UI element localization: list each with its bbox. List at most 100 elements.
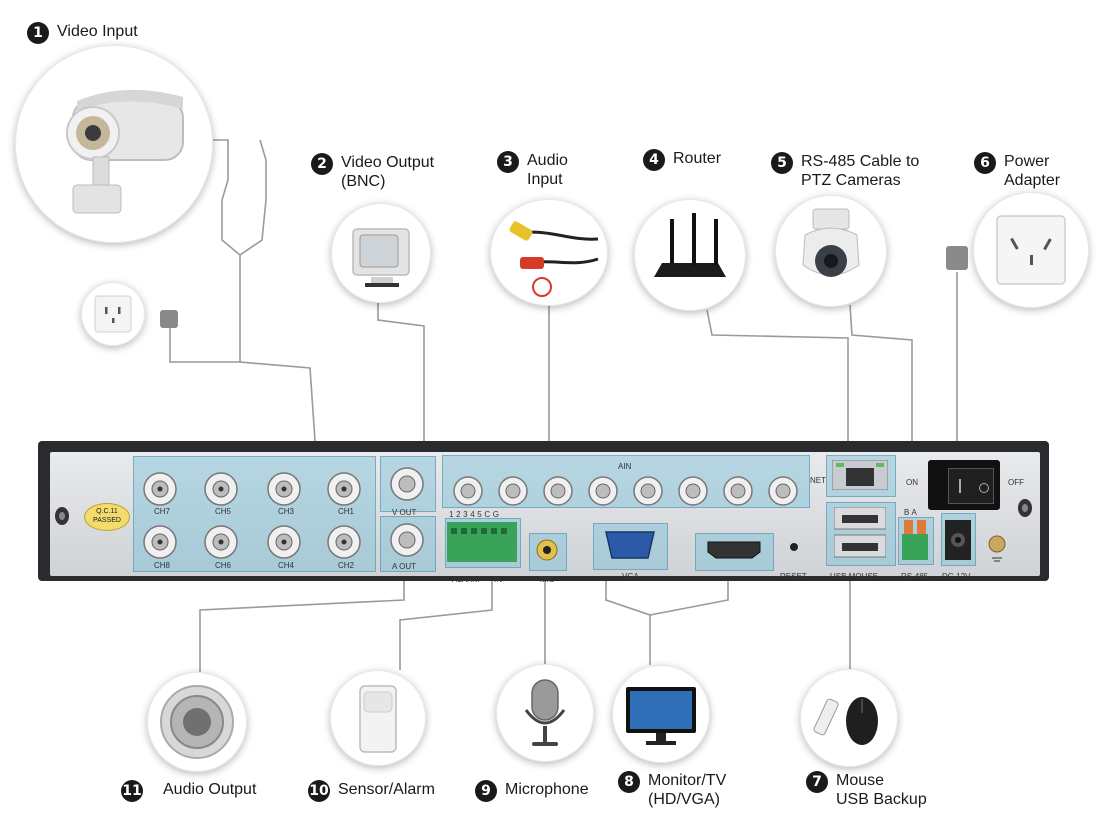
power-switch[interactable]	[948, 468, 994, 504]
ain-ports	[453, 476, 798, 506]
callout-microphone: 9 Microphone	[475, 780, 589, 802]
alarm-label: ALARM	[452, 575, 480, 584]
qc-sticker: Q.C.11 PASSED	[84, 503, 130, 531]
rs485-label: RS-485	[901, 572, 929, 581]
ain-label: AIN	[618, 462, 632, 471]
callout-sensor-alarm: 10 Sensor/Alarm	[308, 780, 435, 802]
speaker-bubble	[147, 672, 247, 772]
cctv-camera-icon	[66, 89, 184, 214]
callout-label: Microphone	[505, 781, 589, 798]
reset-label: RESET	[780, 572, 807, 581]
reset-button[interactable]	[790, 543, 798, 551]
callout-router: 4 Router	[643, 149, 721, 171]
callout-rs485: 5 RS-485 Cable to PTZ Cameras	[771, 152, 919, 190]
callout-number: 3	[497, 151, 519, 173]
rca-cable-bubble	[490, 199, 608, 306]
callout-number: 2	[311, 153, 333, 175]
channel-label: CH7	[154, 507, 171, 516]
rs485-pins-label: B A	[904, 508, 918, 517]
router-bubble	[634, 199, 746, 311]
vga-label: VGA	[622, 572, 639, 581]
crt-monitor-bubble	[331, 203, 431, 303]
screw-icon	[55, 507, 69, 525]
speaker-icon	[160, 685, 234, 759]
mouse-usb-icon	[813, 697, 878, 745]
switch-on-indicator	[959, 479, 961, 493]
bnc-ports	[143, 472, 361, 559]
outlet-bubble-small	[81, 282, 145, 346]
callout-label: Mouse USB Backup	[836, 772, 927, 808]
monitor-bubble	[612, 665, 710, 763]
microphone-icon	[524, 679, 566, 746]
alarm-terminal-block	[447, 522, 517, 562]
dc-jack	[945, 520, 971, 560]
wall-outlet-icon	[996, 215, 1066, 285]
callout-number: 9	[475, 780, 497, 802]
channel-label: CH8	[154, 561, 171, 570]
callout-audio-input: 3 Audio Input	[497, 151, 568, 189]
switch-off-indicator	[979, 483, 989, 493]
ground-screw-icon	[988, 535, 1006, 562]
usb-mouse-label: USB MOUSE	[830, 572, 879, 581]
power-outlet-bubble	[973, 192, 1089, 308]
aout-label: A OUT	[392, 562, 417, 571]
hdmi-port	[707, 541, 761, 559]
dc-label: DC-12V	[942, 572, 971, 581]
screw-icon	[1018, 499, 1032, 517]
rs485-terminal	[902, 520, 928, 560]
vga-port	[605, 531, 655, 559]
net-label: NET	[810, 476, 826, 485]
vout-label: V OUT	[392, 508, 417, 517]
small-adapter-icon	[160, 310, 178, 328]
callout-mouse-usb: 7 Mouse USB Backup	[806, 771, 927, 809]
callout-label: Router	[673, 150, 722, 167]
crt-monitor-icon	[352, 228, 410, 287]
mic-label: MIC	[540, 575, 555, 584]
callout-number: 6	[974, 152, 996, 174]
callout-label: Video Input	[57, 23, 138, 40]
pir-sensor-icon	[359, 685, 397, 753]
power-adapter-icon	[946, 246, 968, 270]
callout-number: 1	[27, 22, 49, 44]
camera-bubble	[15, 45, 213, 243]
callout-video-output: 2 Video Output (BNC)	[311, 153, 434, 191]
callout-number: 11	[121, 780, 143, 802]
callout-number: 5	[771, 152, 793, 174]
alarm-pins-label: 1 2 3 4 5 C G	[449, 510, 500, 519]
channel-label: CH1	[338, 507, 355, 516]
off-label: OFF	[1008, 478, 1024, 487]
channel-label: CH5	[215, 507, 232, 516]
callout-label: Video Output (BNC)	[341, 154, 435, 190]
callout-number: 8	[618, 771, 640, 793]
usb-ports	[834, 507, 886, 558]
mic-jack	[536, 539, 558, 561]
callout-label: Sensor/Alarm	[338, 781, 435, 798]
on-label: ON	[906, 478, 918, 487]
in-label: IN	[494, 575, 502, 584]
sensor-bubble	[330, 670, 426, 766]
flat-monitor-icon	[626, 687, 696, 745]
callout-power-adapter: 6 Power Adapter	[974, 152, 1060, 190]
callout-number: 10	[308, 780, 330, 802]
vga-port-group	[593, 523, 668, 570]
callout-video-input: 1 Video Input	[27, 22, 138, 44]
channel-label: CH2	[338, 561, 355, 570]
mouse-bubble	[800, 669, 898, 767]
channel-label: CH3	[278, 507, 295, 516]
ptz-dome-camera-icon	[802, 208, 860, 277]
callout-monitor-tv: 8 Monitor/TV (HD/VGA)	[618, 771, 726, 809]
ptz-camera-bubble	[775, 195, 887, 307]
callout-audio-output: 11 Audio Output	[121, 780, 256, 802]
callout-number: 4	[643, 149, 665, 171]
callout-label: Power Adapter	[1004, 153, 1061, 189]
rca-cable-icon	[509, 221, 599, 297]
channel-label: CH6	[215, 561, 232, 570]
callout-label: Monitor/TV (HD/VGA)	[648, 772, 727, 808]
vout-aout-ports	[390, 467, 424, 557]
microphone-bubble	[496, 664, 594, 762]
callout-label: RS-485 Cable to PTZ Cameras	[801, 153, 920, 189]
callout-label: Audio Output	[163, 781, 257, 798]
channel-label: CH4	[278, 561, 295, 570]
wall-outlet-icon	[94, 295, 132, 333]
